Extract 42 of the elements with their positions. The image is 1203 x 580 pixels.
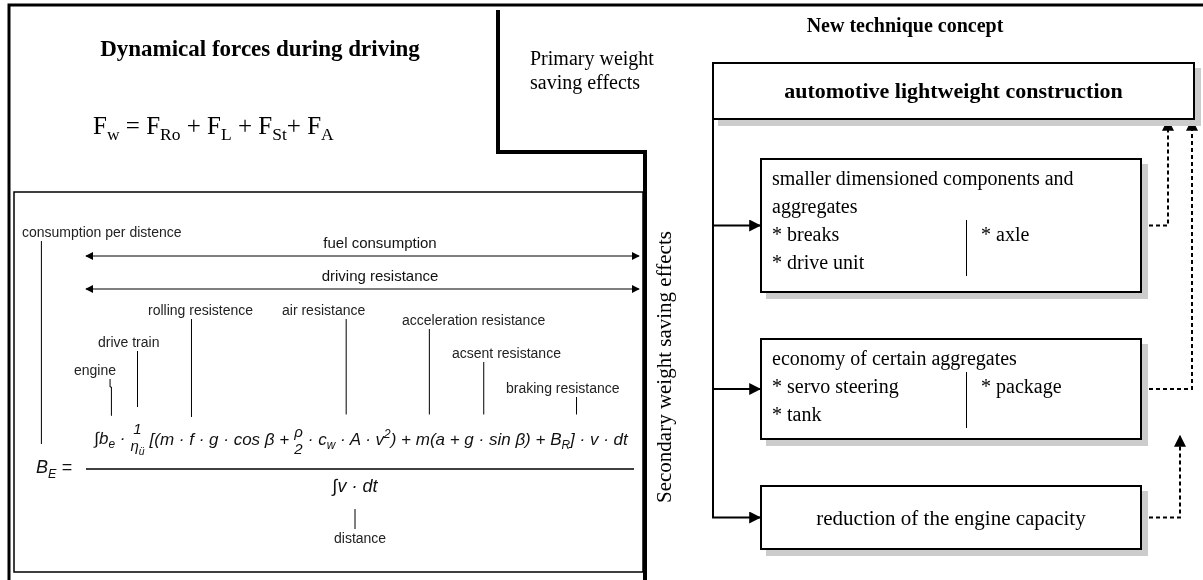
- heading: New technique concept: [805, 14, 1005, 37]
- list-item: * package: [981, 374, 1062, 400]
- side-label: Secondary weight saving effects: [652, 230, 677, 505]
- annotation-label: rolling resistence: [148, 302, 254, 318]
- annotation-label: engine: [74, 362, 117, 378]
- leader-line: [137, 350, 138, 408]
- list-item: * axle: [981, 222, 1030, 247]
- formula: F$_{w}$ = F$_{Ro}$ + F$_{L}$ + F$_{St}$+ F$_{A}$: [93, 112, 334, 145]
- leader-line: [576, 396, 577, 415]
- leader-line: [354, 508, 356, 530]
- annotation-label: air resistance: [282, 302, 366, 318]
- list-item: * servo steering: [772, 374, 900, 400]
- leader-line: [190, 318, 192, 418]
- annotation-label: braking resistance: [506, 380, 620, 396]
- list-item: * drive unit: [772, 250, 866, 275]
- formula-term: ρ: [294, 423, 303, 440]
- formula-term: ∫v · dt: [330, 476, 379, 497]
- leader-line: [345, 318, 347, 415]
- formula-term: [(m · f · g · cos β +: [149, 430, 290, 450]
- list-item: * tank: [772, 402, 823, 427]
- annotation-label: drive train: [98, 334, 160, 350]
- leader-line: [428, 328, 430, 415]
- annotation-label: distance: [334, 530, 387, 546]
- formula-term: ∫b$_{e}$ ·: [94, 428, 126, 452]
- formula-term: 1: [133, 420, 142, 437]
- list-item: * breaks: [772, 222, 841, 247]
- annotation-label: acsent resistance: [452, 345, 561, 361]
- box-text: automotive lightweight construction: [784, 77, 1123, 105]
- leader-line: [40, 240, 42, 445]
- annotation-label: consumption per distence: [22, 224, 182, 240]
- box-text: reduction of the engine capacity: [816, 504, 1086, 532]
- leader-line: [109, 378, 112, 417]
- leader-line: [483, 361, 485, 415]
- formula-term: 2: [294, 440, 303, 457]
- annotation-label: acceleration resistance: [402, 312, 546, 328]
- box-heading: smaller dimensioned components and aggregates: [772, 167, 1074, 217]
- box-heading: economy of certain aggregates: [772, 347, 1017, 369]
- formula-term: B$_{E}$ =: [36, 457, 72, 481]
- heading: Dynamical forces during driving: [99, 36, 421, 62]
- side-label: Primary weight saving effects: [530, 46, 655, 94]
- formula-term: η$_{ü}$: [130, 437, 145, 459]
- formula-term: · c$_{w}$ · A · v$^{2}$) + m(a + g · sin β) + B$_{R}$] · v · dt: [307, 427, 628, 453]
